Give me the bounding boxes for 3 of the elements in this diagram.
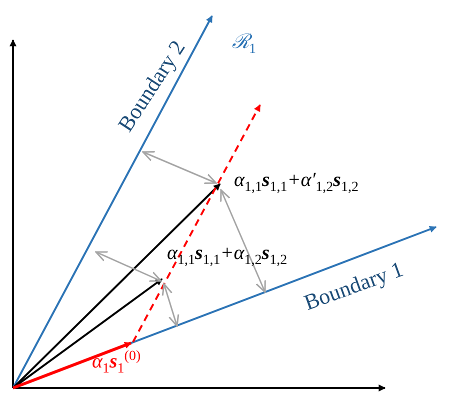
region-label: ℛ$_{1}$	[232, 32, 256, 57]
vector-label: α$_{1,1}$s$_{1,1}$+α$_{1,2}$s$_{1,2}$	[167, 243, 288, 268]
vector-label: α$_{1,1}$s$_{1,1}$+α′$_{1,2}$s$_{1,2}$	[234, 170, 358, 195]
